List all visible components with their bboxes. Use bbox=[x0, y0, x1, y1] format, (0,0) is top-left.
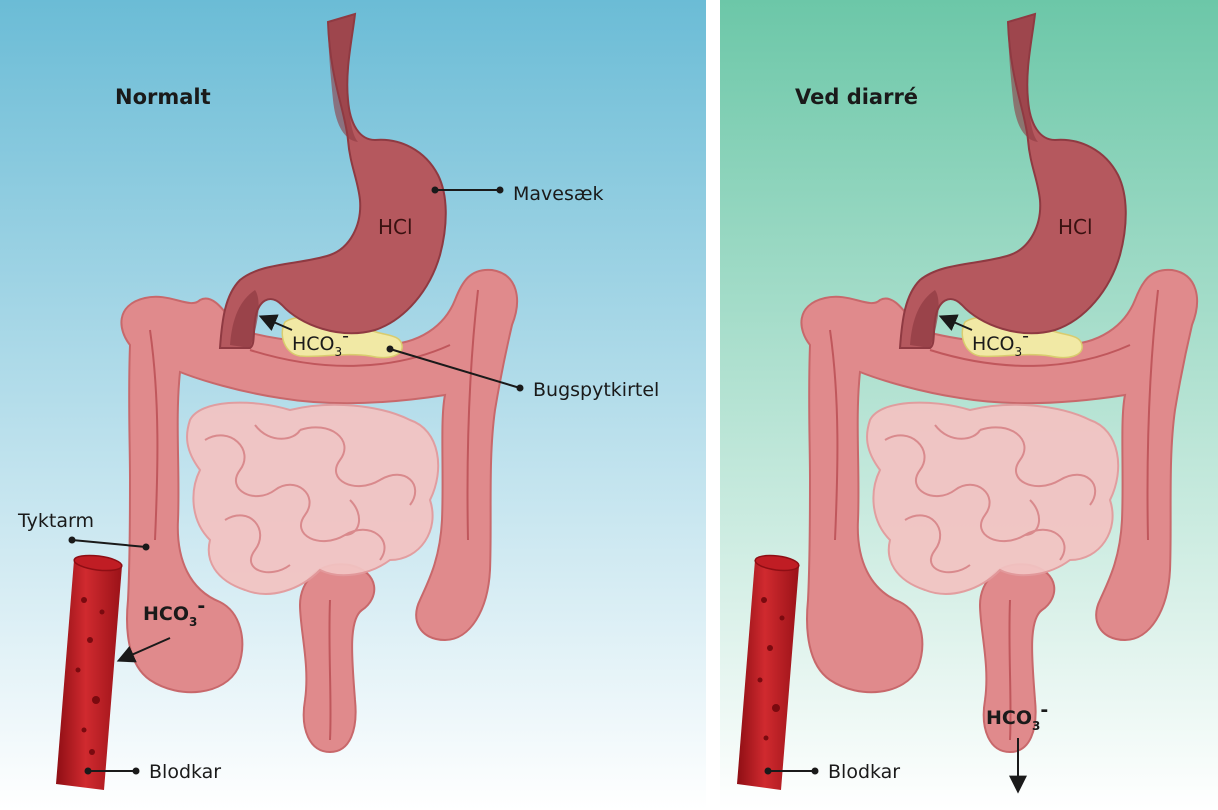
panel-normal: Normalt HCl HCO3- HCO3- Mavesæk Bugspytk… bbox=[0, 0, 706, 810]
panel-diarrhea: Ved diarré HCl HCO3- HCO3- Blodkar bbox=[720, 0, 1218, 810]
callout-vessel-diarrhea: Blodkar bbox=[764, 761, 900, 783]
callout-colon-text: Tyktarm bbox=[17, 510, 94, 532]
colon-to-vessel-arrow bbox=[116, 637, 171, 663]
callout-vessel-text-diarrhea: Blodkar bbox=[828, 761, 900, 783]
callout-pancreas: Bugspytkirtel bbox=[386, 345, 659, 401]
pancreas-hco3-label: HCO3- bbox=[292, 325, 349, 359]
panel-title-diarrhea: Ved diarré bbox=[795, 85, 918, 109]
colon-hco3-label: HCO3- bbox=[143, 595, 205, 629]
callout-vessel: Blodkar bbox=[84, 761, 221, 783]
stomach-label-diarrhea: HCl bbox=[1058, 215, 1093, 239]
callout-vessel-text: Blodkar bbox=[149, 761, 221, 783]
callout-colon: Tyktarm bbox=[17, 510, 150, 551]
pancreas-to-stomach-arrow bbox=[258, 314, 293, 331]
callout-stomach-text: Mavesæk bbox=[513, 183, 604, 205]
callout-stomach: Mavesæk bbox=[431, 183, 604, 205]
callout-pancreas-text: Bugspytkirtel bbox=[533, 379, 659, 401]
panel-divider bbox=[706, 0, 720, 810]
stomach-label: HCl bbox=[378, 215, 413, 239]
pancreas-hco3-label-diarrhea: HCO3- bbox=[972, 325, 1029, 359]
pancreas-to-stomach-arrow-diarrhea bbox=[938, 314, 973, 331]
blood-vessel-diarrhea bbox=[737, 554, 800, 790]
blood-vessel bbox=[56, 554, 123, 790]
panel-title: Normalt bbox=[115, 85, 211, 109]
rectum-hco3-label: HCO3- bbox=[986, 699, 1048, 733]
